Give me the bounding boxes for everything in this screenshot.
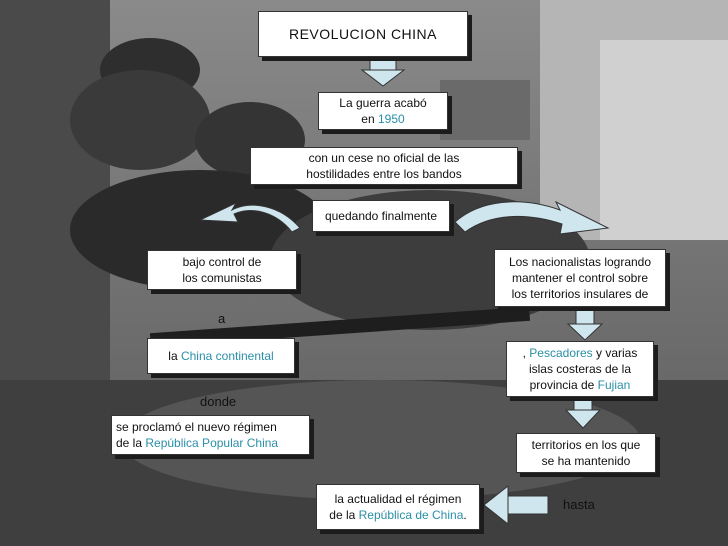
node-comunistas: bajo control de los comunistas (147, 250, 297, 290)
nacionalistas-line3: los territorios insulares de (511, 287, 649, 301)
fujian-link[interactable]: Fujian (597, 378, 631, 392)
pescadores-line3-prefix: provincia de (529, 378, 598, 392)
year-link[interactable]: 1950 (377, 112, 405, 126)
node-pescadores: , Pescadores y varias islas costeras de … (506, 341, 654, 397)
node-territorios: territorios en los que se ha mantenido (516, 433, 656, 473)
pescadores-link[interactable]: Pescadores (529, 346, 593, 360)
republica-popular-china-link[interactable]: República Popular China (145, 436, 279, 450)
cese-line1: con un cese no oficial de las (308, 151, 460, 165)
title-box: REVOLUCION CHINA (258, 11, 468, 57)
regimen-line1: se proclamó el nuevo régimen (116, 420, 277, 434)
china-continental-link[interactable]: China continental (180, 349, 274, 363)
territorios-line2: se ha mantenido (541, 454, 631, 468)
guerra-line1: La guerra acabó (339, 96, 427, 110)
regimen-line2-prefix: de la (116, 436, 146, 450)
connector-donde: donde (200, 394, 237, 409)
node-cese: con un cese no oficial de las hostilidad… (250, 147, 518, 185)
actualidad-line1: la actualidad el régimen (334, 492, 462, 506)
quedando-text: quedando finalmente (324, 209, 438, 223)
node-actualidad: la actualidad el régimen de la República… (316, 484, 480, 530)
territorios-line1: territorios en los que (531, 438, 641, 452)
pescadores-suffix: y varias (592, 346, 638, 360)
china-prefix: la (168, 349, 181, 363)
page-title: REVOLUCION CHINA (288, 26, 438, 42)
comunistas-line2: los comunistas (182, 271, 262, 285)
node-regimen: se proclamó el nuevo régimen de la Repúb… (111, 415, 310, 455)
actualidad-line2-suffix: . (463, 508, 467, 522)
node-guerra: La guerra acabó en 1950 (318, 92, 448, 130)
node-quedando: quedando finalmente (312, 200, 450, 232)
comunistas-line1: bajo control de (182, 255, 262, 269)
republica-de-china-link[interactable]: República de China (358, 508, 464, 522)
cese-line2: hostilidades entre los bandos (306, 167, 462, 181)
nacionalistas-line1: Los nacionalistas logrando (508, 255, 652, 269)
pescadores-line2: islas costeras de la (528, 362, 632, 376)
connector-hasta: hasta (563, 497, 595, 512)
nacionalistas-line2: mantener el control sobre (511, 271, 649, 285)
pescadores-prefix: , (522, 346, 530, 360)
connector-a: a (218, 311, 226, 326)
guerra-prefix: en (361, 112, 378, 126)
node-nacionalistas: Los nacionalistas logrando mantener el c… (494, 249, 666, 307)
node-china: la China continental (147, 338, 295, 374)
actualidad-line2-prefix: de la (329, 508, 359, 522)
